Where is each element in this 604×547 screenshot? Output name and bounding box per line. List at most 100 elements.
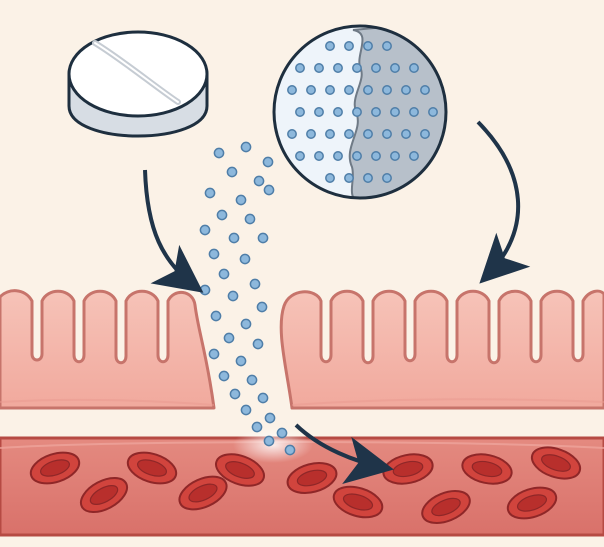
red-blood-cell <box>530 446 582 480</box>
magnified-particle <box>306 85 316 95</box>
dissolved-particle <box>256 301 268 313</box>
magnified-particle <box>325 41 335 51</box>
dissolved-particle <box>218 268 230 280</box>
dissolved-particle <box>249 278 261 290</box>
dissolved-particle <box>253 175 265 187</box>
red-blood-cell <box>79 476 129 514</box>
pill <box>67 30 209 138</box>
magnified-particle <box>401 85 411 95</box>
dissolved-particle <box>240 318 252 330</box>
red-blood-cell <box>461 453 513 485</box>
dissolved-particle <box>208 348 220 360</box>
magnified-particle <box>371 151 381 161</box>
dissolved-particle <box>251 421 263 433</box>
dissolved-particle <box>226 166 238 178</box>
magnified-particle <box>344 129 354 139</box>
dissolved-particle <box>216 209 228 221</box>
red-blood-cell <box>506 486 558 520</box>
magnified-particle <box>325 85 335 95</box>
dissolved-particle <box>213 147 225 159</box>
dissolved-particle <box>262 156 274 168</box>
red-blood-cell <box>215 453 265 487</box>
absorption-arrows <box>143 120 531 484</box>
dissolved-particle <box>227 290 239 302</box>
dissolved-particle <box>199 284 211 296</box>
magnified-particle <box>352 151 362 161</box>
dissolved-particle <box>263 435 275 447</box>
dissolved-particle <box>244 213 256 225</box>
magnified-particle <box>371 63 381 73</box>
dissolved-particle <box>240 141 252 153</box>
magnified-particle <box>325 173 335 183</box>
magnified-particle <box>295 107 305 117</box>
magnified-particle <box>344 41 354 51</box>
red-blood-cell <box>29 451 81 485</box>
dissolved-particle <box>264 412 276 424</box>
dissolved-particle <box>228 232 240 244</box>
magnified-particle <box>325 129 335 139</box>
magnified-particle <box>409 151 419 161</box>
dissolved-particle <box>284 444 296 456</box>
dissolved-particle <box>223 332 235 344</box>
magnified-particle <box>363 129 373 139</box>
magnified-particle <box>295 63 305 73</box>
magnified-particle <box>363 173 373 183</box>
dissolved-particle <box>276 427 288 439</box>
arrow-to-gut <box>143 169 204 293</box>
dissolved-particle <box>204 187 216 199</box>
dissolved-particle-stream <box>199 141 296 456</box>
magnified-particle <box>420 85 430 95</box>
magnified-particle <box>420 129 430 139</box>
magnified-particle <box>314 107 324 117</box>
magnified-particle <box>390 107 400 117</box>
magnified-particle <box>382 173 392 183</box>
dissolved-particle <box>263 184 275 196</box>
dissolved-particle <box>210 310 222 322</box>
magnified-particle <box>409 107 419 117</box>
red-blood-cell <box>286 462 338 494</box>
red-blood-cell <box>126 451 178 485</box>
red-blood-cell <box>421 489 471 525</box>
magnified-particle <box>306 129 316 139</box>
magnified-particle <box>352 63 362 73</box>
dissolved-particle <box>240 404 252 416</box>
magnified-particle <box>333 151 343 161</box>
magnified-particle <box>363 41 373 51</box>
magnified-particle <box>382 85 392 95</box>
red-blood-cells <box>29 446 582 525</box>
arrow-from-magnified <box>476 120 531 284</box>
red-blood-cell <box>382 453 434 485</box>
magnified-particle <box>314 63 324 73</box>
magnified-particle <box>401 129 411 139</box>
magnified-particle <box>428 107 438 117</box>
magnified-view <box>272 24 448 200</box>
intestinal-villi <box>0 289 604 410</box>
red-blood-cell <box>178 475 228 511</box>
dissolved-particle <box>252 338 264 350</box>
magnified-particle <box>363 85 373 95</box>
magnified-particle <box>382 129 392 139</box>
dissolved-particle <box>246 374 258 386</box>
magnified-particle <box>371 107 381 117</box>
magnified-particle <box>409 63 419 73</box>
dissolved-particle <box>199 224 211 236</box>
magnified-particles <box>287 41 438 183</box>
magnified-particle <box>382 41 392 51</box>
dissolved-particle <box>239 253 251 265</box>
dissolved-particle <box>218 370 230 382</box>
magnified-particle <box>333 107 343 117</box>
magnified-particle <box>344 85 354 95</box>
dissolved-particle <box>229 388 241 400</box>
magnified-particle <box>344 173 354 183</box>
magnified-particle <box>295 151 305 161</box>
magnified-particle <box>287 129 297 139</box>
arrow-into-blood <box>294 423 394 484</box>
dissolved-particle <box>235 355 247 367</box>
magnified-particle <box>287 85 297 95</box>
dissolved-particle <box>257 232 269 244</box>
magnified-particle <box>333 63 343 73</box>
magnified-particle <box>314 151 324 161</box>
dissolved-particle <box>235 194 247 206</box>
dissolved-particle <box>208 248 220 260</box>
